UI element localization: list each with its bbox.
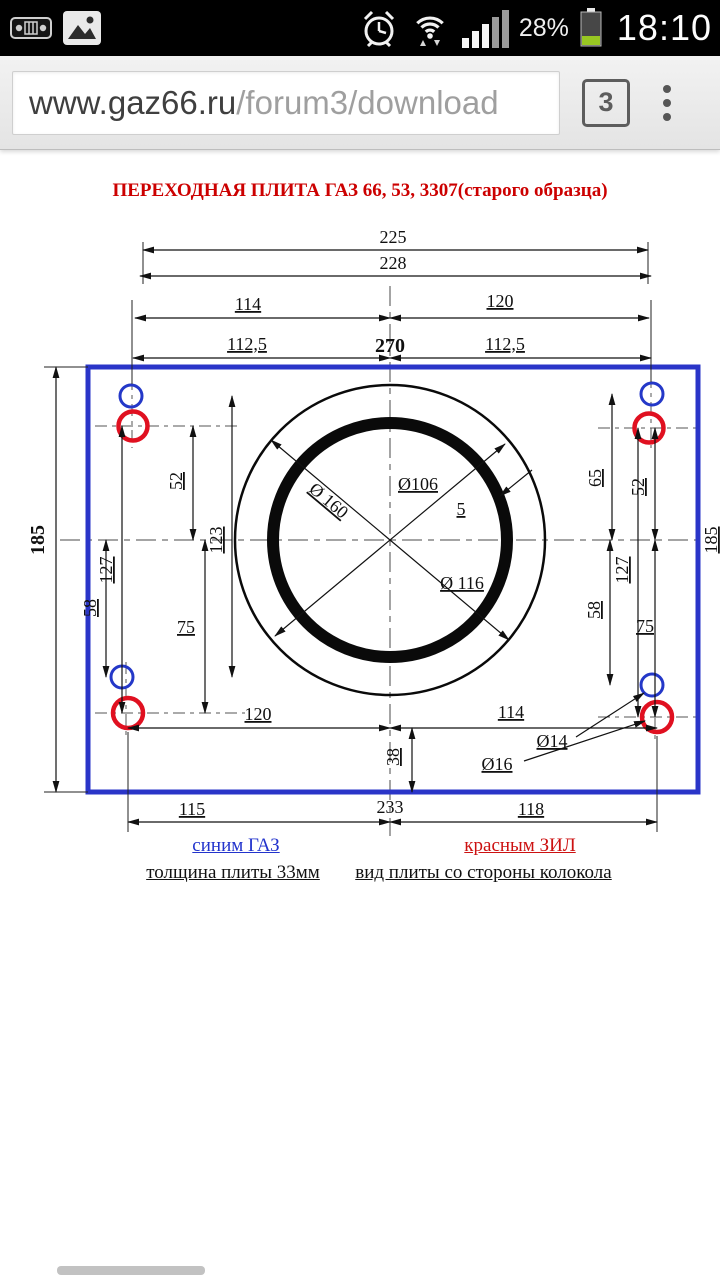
url-host: www.gaz66.ru [29, 83, 237, 121]
dim-127-right: 127 [612, 557, 632, 584]
dim-127-left: 127 [96, 557, 116, 584]
dim-dia-106: Ø106 [398, 474, 438, 494]
alarm-clock-icon [358, 6, 400, 50]
dim-52-left: 52 [166, 472, 186, 490]
dim-225: 225 [380, 227, 407, 247]
dim-270: 270 [375, 335, 405, 357]
bolt-holes [109, 381, 675, 735]
url-input[interactable]: www.gaz66.ru/forum3/download [12, 70, 560, 135]
legend-view: вид плиты со стороны колокола [355, 862, 612, 883]
bolt-hole-red-br [639, 699, 675, 735]
truck-notification-icon [8, 8, 54, 48]
bearing-ring [267, 417, 513, 663]
tab-count-button[interactable]: 3 [582, 78, 630, 127]
wifi-data-icon [407, 6, 453, 50]
clock-label: 18:10 [616, 7, 712, 48]
dim-114-top: 114 [235, 294, 261, 314]
plate-outline [85, 364, 701, 795]
drawing-title: ПЕРЕХОДНАЯ ПЛИТА ГАЗ 66, 53, 3307(старог… [112, 180, 608, 201]
dimension-lines [44, 242, 659, 832]
bolt-hole-blue-tl [118, 383, 144, 409]
bolt-hole-blue-bl [109, 664, 135, 690]
legend-blue-gaz: синим ГАЗ [192, 835, 280, 856]
dim-dia-16: Ø16 [482, 754, 513, 774]
dim-38: 38 [383, 748, 403, 766]
dim-dia-116: Ø 116 [440, 573, 484, 593]
battery-percent-label: 28% [518, 13, 569, 42]
dim-5: 5 [457, 499, 466, 519]
dim-115: 115 [179, 799, 205, 819]
page-scrollbar[interactable] [57, 1266, 205, 1275]
dim-233: 233 [377, 797, 404, 817]
address-bar: www.gaz66.ru/forum3/download 3 [0, 56, 720, 150]
dim-58-right: 58 [584, 601, 604, 619]
dim-right-edge: 185 [701, 527, 720, 554]
dim-112-5-left: 112,5 [227, 334, 267, 354]
url-path: /forum3/download [236, 83, 499, 121]
dim-75-right: 75 [636, 616, 654, 636]
gallery-notification-icon [61, 8, 103, 48]
dim-123: 123 [206, 527, 226, 554]
bolt-hole-red-bl [110, 695, 146, 731]
overflow-menu-button[interactable] [654, 84, 680, 121]
outer-circle [233, 383, 547, 697]
center-lines [60, 286, 704, 836]
dim-58-left: 58 [80, 599, 100, 617]
tab-count-label: 3 [598, 87, 614, 117]
status-bar: 28% 18:10 [0, 0, 720, 56]
dim-dia-160: Ø 160 [305, 478, 352, 522]
menu-dot [663, 112, 671, 121]
legend-thickness: толщина плиты 33мм [146, 862, 320, 883]
signal-strength-icon [460, 6, 510, 50]
dim-112-5-right: 112,5 [485, 334, 525, 354]
dim-75-left: 75 [177, 617, 195, 637]
menu-dot [663, 98, 671, 107]
battery-icon [578, 7, 604, 49]
dim-52-right: 52 [628, 478, 648, 496]
dimension-labels: 225 228 114 120 112,5 270 112,5 185 52 1… [27, 227, 720, 819]
dim-114-bottom: 114 [498, 702, 524, 722]
legend-red-zil: красным ЗИЛ [464, 835, 576, 856]
dim-120-bottom: 120 [245, 704, 272, 724]
dim-120-top: 120 [487, 291, 514, 311]
dim-185: 185 [27, 525, 49, 555]
bolt-hole-red-tl [116, 409, 150, 443]
menu-dot [663, 84, 671, 93]
bolt-hole-red-tr [632, 411, 666, 445]
dim-dia-14: Ø14 [537, 731, 568, 751]
dim-118: 118 [518, 799, 544, 819]
dim-65: 65 [585, 469, 605, 487]
bolt-hole-blue-br [639, 672, 665, 698]
bolt-hole-blue-tr [639, 381, 665, 407]
dim-228: 228 [380, 253, 407, 273]
